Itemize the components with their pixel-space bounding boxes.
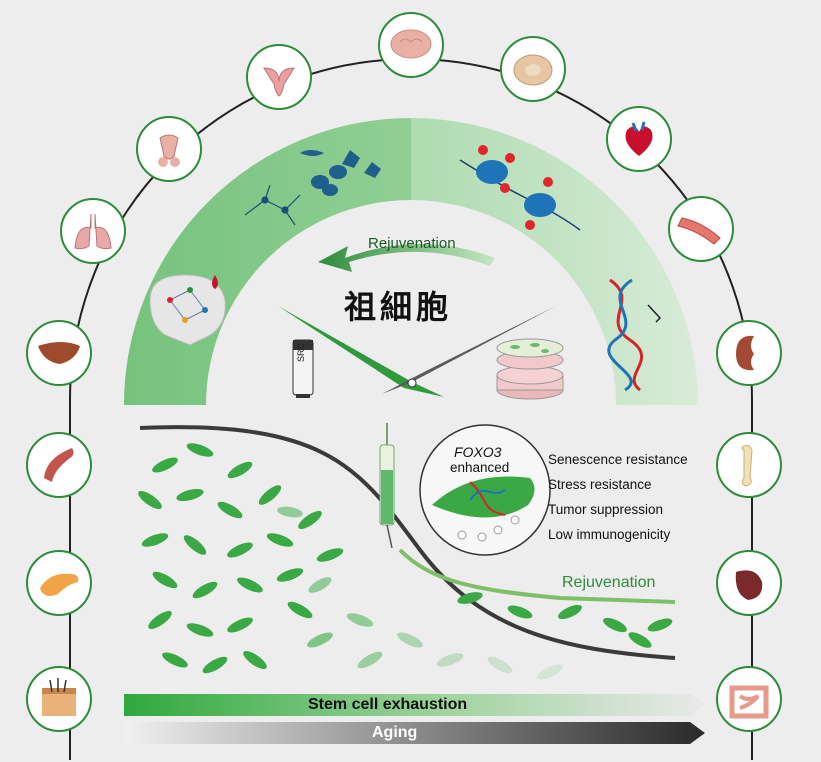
src-vial — [292, 339, 314, 398]
lung-icon — [74, 213, 112, 250]
rejuvenation-curve — [398, 548, 676, 604]
gene-status: enhanced — [450, 460, 510, 475]
spleen-icon — [735, 570, 763, 600]
uterus-organ — [246, 44, 312, 110]
muscle-organ — [26, 432, 92, 498]
kidney-icon — [736, 335, 754, 371]
pancreas-icon — [40, 573, 79, 596]
muscle-icon — [44, 448, 74, 482]
blood-vessel-icon — [677, 217, 721, 245]
brain-organ — [378, 12, 444, 78]
spinal-disc-icon — [513, 54, 553, 86]
property-tumor: Tumor suppression — [548, 502, 664, 517]
intestine-organ — [716, 666, 782, 732]
brain-network — [149, 274, 226, 346]
heart-organ — [606, 106, 672, 172]
liver-organ — [26, 320, 92, 386]
property-stress: Stress resistance — [548, 477, 652, 492]
gray-clock-hand — [382, 306, 556, 394]
rejuvenation-curve-label: Rejuvenation — [562, 574, 656, 591]
kidney-organ — [716, 320, 782, 386]
exhausted-cell-population — [277, 506, 563, 680]
heart-icon — [625, 121, 653, 156]
skin-organ — [26, 666, 92, 732]
male-reproductive-organ — [136, 116, 202, 182]
rejuvenation-arrow-label: Rejuvenation — [368, 235, 456, 252]
bone-icon — [741, 445, 753, 487]
aging-curve — [139, 425, 676, 660]
male-reproductive-icon — [158, 134, 180, 167]
skin-icon — [42, 678, 76, 716]
foxo3-cell — [432, 476, 535, 542]
culture-dishes — [496, 338, 564, 400]
stem-cell-exhaustion-label: Stem cell exhaustion — [308, 696, 468, 713]
liver-icon — [38, 342, 80, 364]
stem-cell-population — [138, 443, 344, 674]
property-senescence: Senescence resistance — [548, 452, 688, 467]
intestine-icon — [729, 685, 769, 719]
center-title: 祖細胞 — [344, 288, 453, 326]
stem-cell-exhaustion-arrow — [124, 694, 705, 716]
green-band — [124, 118, 698, 405]
dna-helix — [607, 278, 662, 392]
gene-name: FOXO3 — [454, 444, 502, 460]
aging-arrow — [124, 722, 705, 744]
spinal-disc-organ — [500, 36, 566, 102]
brain-icon — [390, 29, 432, 59]
src-vial-label: SRC — [296, 342, 306, 362]
neuron-cells — [244, 184, 301, 226]
property-immunogenicity: Low immunogenicity — [548, 527, 671, 542]
pancreas-organ — [26, 550, 92, 616]
aging-label: Aging — [372, 724, 418, 741]
bone-organ — [716, 432, 782, 498]
stem-cells — [300, 150, 381, 196]
syringe — [379, 423, 395, 549]
blood-vessel-organ — [668, 196, 734, 262]
histones — [459, 145, 581, 231]
lung-organ — [60, 198, 126, 264]
spleen-organ — [716, 550, 782, 616]
uterus-icon — [263, 67, 295, 97]
rejuvenated-cell-population — [457, 592, 673, 648]
rejuvenation-arrow — [318, 244, 495, 272]
